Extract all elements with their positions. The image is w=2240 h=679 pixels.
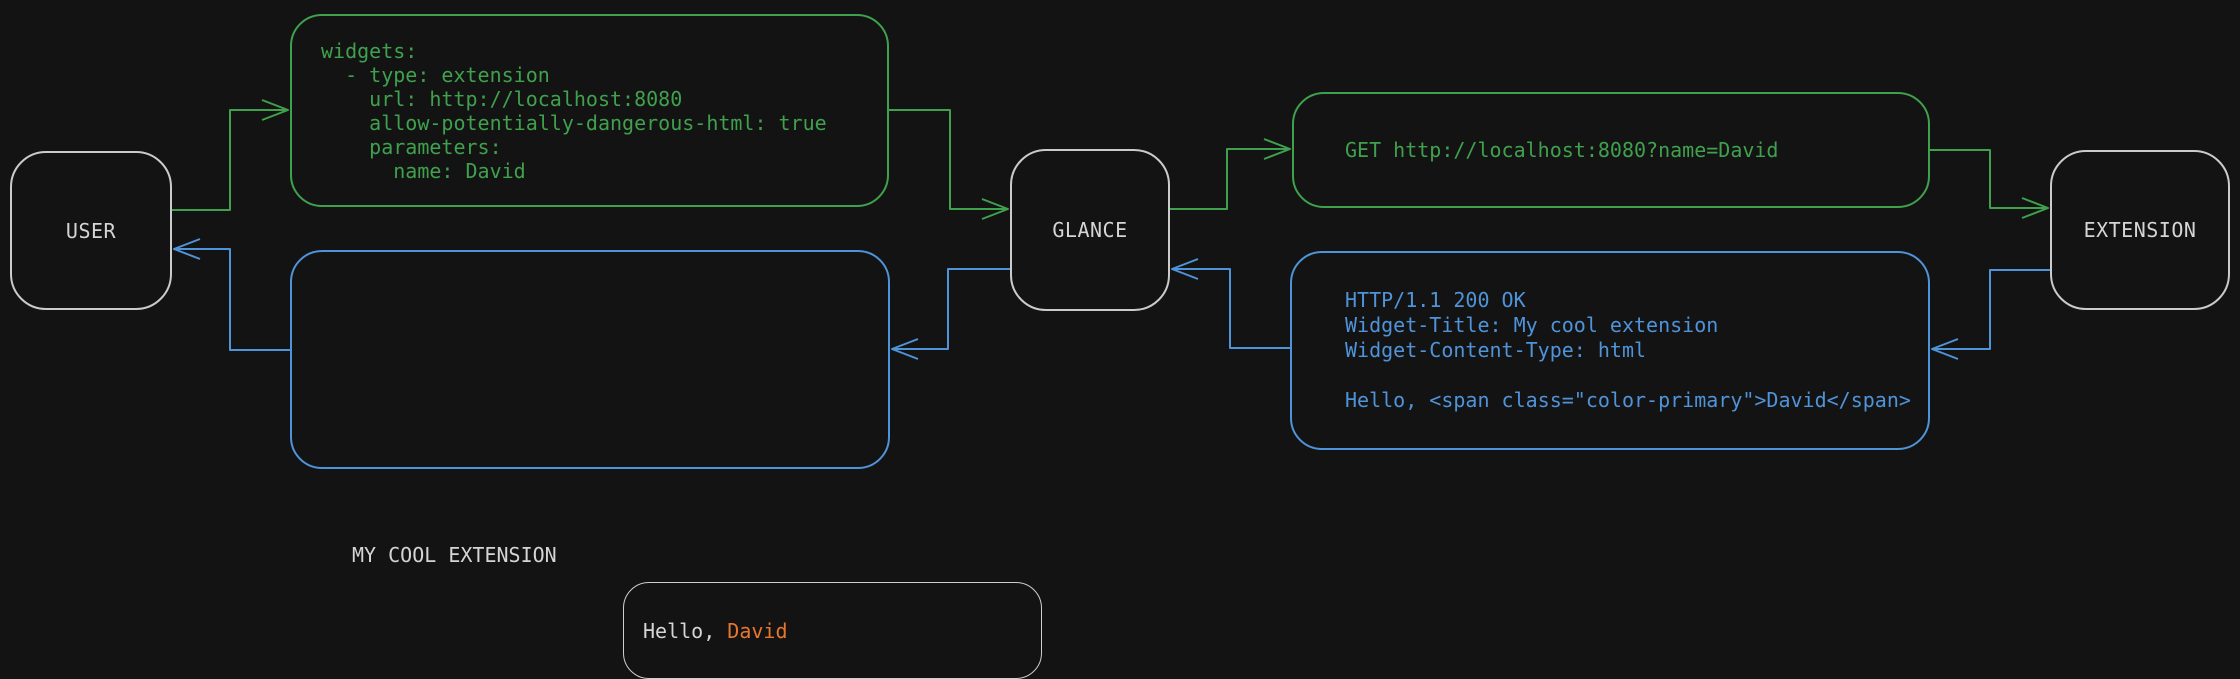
diagram-canvas: USER GLANCE EXTENSION widgets: - type: e… xyxy=(10,14,2230,679)
config-line: widgets: xyxy=(321,38,418,63)
widget-hello-name: David xyxy=(727,618,788,643)
response-line: Hello, <span class="color-primary">David… xyxy=(1345,388,1911,412)
arrow-widget-to-user xyxy=(173,238,290,351)
arrow-glance-to-widget xyxy=(891,268,1010,360)
response-line: Widget-Title: My cool extension xyxy=(1345,313,1719,337)
config-line: name: David xyxy=(321,158,526,183)
request-line: GET http://localhost:8080?name=David xyxy=(1345,138,1779,162)
node-glance-label: GLANCE xyxy=(1052,218,1128,242)
arrow-response-to-glance xyxy=(1171,258,1290,349)
widget-hello-text: Hello, xyxy=(643,618,728,643)
node-extension: EXTENSION xyxy=(2050,150,2230,310)
node-user-label: USER xyxy=(65,218,117,243)
arrow-request-to-extension xyxy=(1930,149,2049,219)
config-line: - type: extension xyxy=(321,62,550,87)
config-line: parameters: xyxy=(321,134,502,159)
rendered-widget-box: MY COOL EXTENSION Hello, David xyxy=(290,250,1042,679)
config-line: url: http://localhost:8080 xyxy=(321,86,683,111)
http-request-box: GET http://localhost:8080?name=David xyxy=(1292,92,1930,208)
config-yaml-box: widgets: - type: extension url: http://l… xyxy=(290,14,889,207)
arrow-user-to-config xyxy=(172,99,289,211)
http-response-box: HTTP/1.1 200 OK Widget-Title: My cool ex… xyxy=(1290,251,1930,450)
response-line: Widget-Content-Type: html xyxy=(1345,338,1647,362)
widget-output-box: Hello, David xyxy=(623,582,1042,679)
node-user: USER xyxy=(10,151,172,310)
response-line: HTTP/1.1 200 OK xyxy=(1345,288,1526,312)
arrow-config-to-glance xyxy=(889,109,1009,220)
response-line xyxy=(1345,363,1928,388)
arrow-glance-to-request xyxy=(1170,138,1291,210)
widget-title: MY COOL EXTENSION xyxy=(352,543,557,567)
arrow-extension-to-response xyxy=(1931,269,2050,360)
node-extension-label: EXTENSION xyxy=(2083,218,2197,242)
node-glance: GLANCE xyxy=(1010,149,1170,311)
config-line: allow-potentially-dangerous-html: true xyxy=(321,110,827,135)
